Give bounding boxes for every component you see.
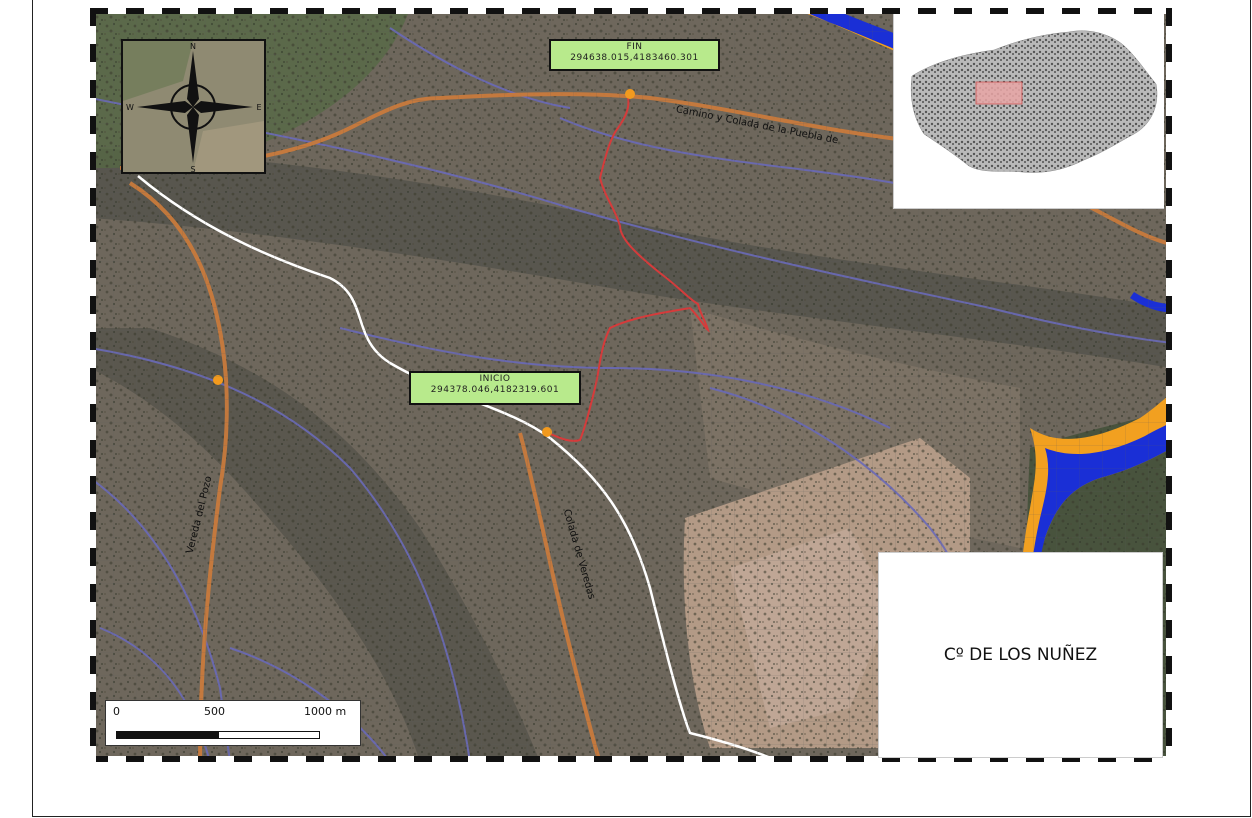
locator-svg — [910, 30, 1158, 173]
frame-left — [90, 8, 96, 762]
compass-w: W — [126, 103, 134, 112]
map-title: Cº DE LOS NUÑEZ — [943, 645, 1098, 665]
compass-rose: N S E W — [121, 39, 266, 174]
region-outline — [910, 30, 1158, 173]
frame-right — [1166, 8, 1172, 762]
location-highlight — [975, 81, 1023, 105]
compass-svg: N S E W — [123, 41, 264, 172]
scale-tick-500: 500 — [204, 705, 225, 718]
scale-bar: 0 500 1000 m — [105, 700, 361, 746]
page-frame — [32, 0, 1251, 817]
locator-map — [893, 14, 1164, 209]
frame-top — [90, 8, 1172, 14]
label-fin-coords: 294638.015,4183460.301 — [570, 53, 699, 63]
label-inicio-coords: 294378.046,4182319.601 — [430, 385, 560, 395]
label-fin-title: FIN — [626, 42, 643, 52]
scale-segment-white — [218, 731, 320, 739]
scale-segment-black — [116, 731, 218, 739]
compass-n: N — [190, 42, 196, 51]
scale-tick-0: 0 — [113, 705, 120, 718]
map-title-box: Cº DE LOS NUÑEZ — [878, 552, 1163, 758]
label-inicio-title: INICIO — [479, 374, 511, 384]
compass-e: E — [256, 103, 261, 112]
label-inicio[interactable]: INICIO 294378.046,4182319.601 — [409, 371, 581, 405]
scale-tick-1000: 1000 m — [304, 705, 347, 718]
compass-s: S — [190, 165, 195, 172]
frame-bottom — [90, 756, 1172, 762]
label-fin[interactable]: FIN 294638.015,4183460.301 — [549, 39, 720, 71]
